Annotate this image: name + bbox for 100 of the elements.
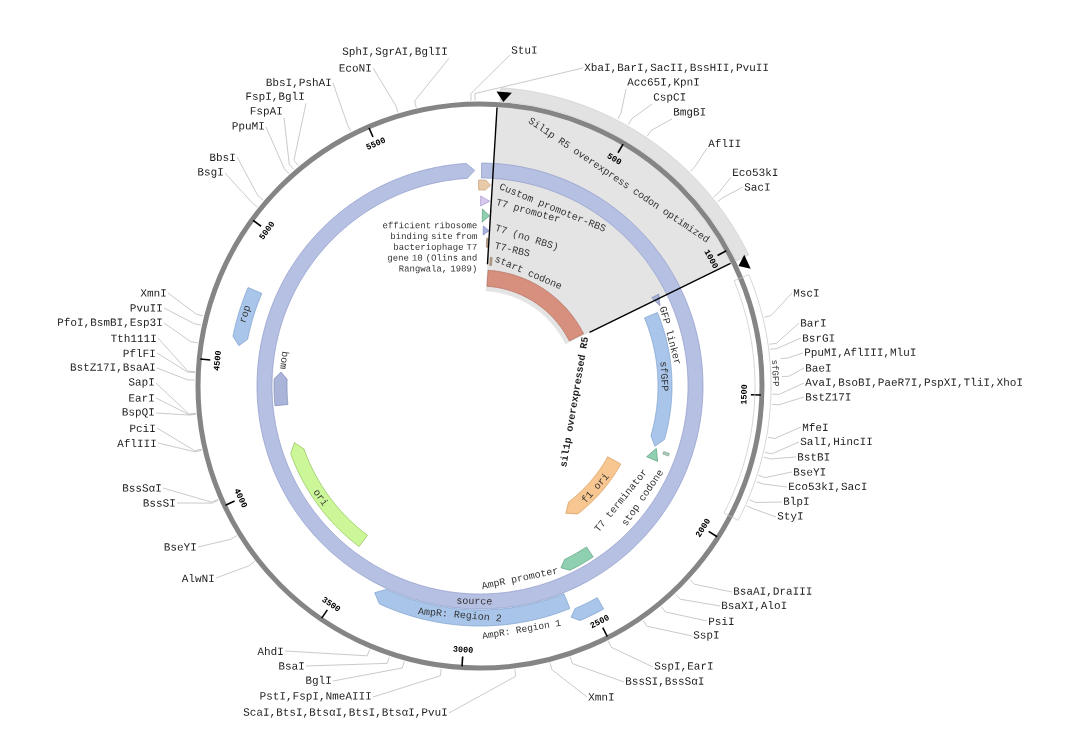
leader-line <box>265 126 290 175</box>
leader-line <box>781 367 805 377</box>
leader-line <box>163 307 202 326</box>
leader-line <box>758 471 793 478</box>
enzyme-site-label: BstBI <box>798 453 830 461</box>
leader-line <box>156 367 195 381</box>
leader-line <box>156 352 196 373</box>
leader-line <box>769 337 802 350</box>
enzyme-site-label: BstZ17I,BsaAI <box>70 363 155 373</box>
tick-label: 4500 <box>213 350 221 371</box>
enzyme-site-label: PfoI,BsmBI,Esp3I <box>58 317 162 329</box>
leader-line <box>763 456 797 460</box>
enzyme-site-label: BsrGI <box>803 334 835 342</box>
enzyme-site-label: BspQI <box>122 408 154 418</box>
enzyme-site-label: XbaI,BarI,SacII,BssHII,PvuII <box>584 63 768 73</box>
enzyme-site-label: BssSαI <box>123 484 161 492</box>
enzyme-site-label: BseYI <box>794 468 826 476</box>
tick-label: 5500 <box>366 137 386 150</box>
leader-line <box>764 441 800 455</box>
enzyme-site-label: BlpI <box>784 496 809 508</box>
leader-line <box>155 397 197 415</box>
leader-line <box>746 505 777 518</box>
enzyme-site-label: XmnI <box>140 289 166 297</box>
enzyme-site-label: StuI <box>511 46 537 54</box>
enzyme-site-label: PpuMI <box>232 122 264 132</box>
enzyme-site-label: Eco53kI,SacI <box>789 482 867 492</box>
enzyme-site-label: EcoNI <box>339 64 371 72</box>
leader-line <box>628 103 653 126</box>
feature-label: bom <box>280 351 290 369</box>
enzyme-site-label: PvuII <box>130 304 162 312</box>
enzyme-site-label: PsiI <box>709 616 734 626</box>
enzyme-site-label: PpuMI,AflIII,MluI <box>805 347 916 359</box>
enzyme-site-label: BssSI,BssSαI <box>626 677 704 687</box>
feature-label: AmpR promoter <box>482 568 557 590</box>
leader-line <box>283 117 295 170</box>
enzyme-site-label: MfeI <box>802 422 828 432</box>
feature-segment <box>478 179 491 191</box>
leader-line <box>162 487 219 503</box>
feature-segment: ori <box>290 442 368 547</box>
enzyme-site-label: BstZ17I <box>806 393 851 401</box>
tick-label: 3500 <box>322 596 341 612</box>
feature-label: efficient ribosome binding site from bacteriophage T7 gene 10 (Olins and Rangwala, 1989) <box>383 221 477 274</box>
enzyme-site-label: StyI <box>777 512 803 522</box>
enzyme-site-label: Acc65I,KpnI <box>627 78 699 88</box>
enzyme-site-label: XmnI <box>588 693 614 701</box>
leader-line <box>642 620 693 637</box>
leader-line <box>689 147 708 172</box>
enzyme-site-label: AlwNI <box>181 574 214 582</box>
leader-line <box>607 640 654 668</box>
enzyme-site-label: PstI,FspI,NmeAIII <box>260 692 371 702</box>
enzyme-site-label: BsaAI,DraIII <box>734 587 812 597</box>
leader-line <box>549 662 588 698</box>
enzyme-site-label: AflII <box>708 139 741 147</box>
leader-line <box>293 102 307 167</box>
feature-mark <box>485 237 489 248</box>
enzyme-site-label: MscI <box>793 289 819 297</box>
leader-line <box>771 382 805 395</box>
enzyme-site-label: BsaI <box>279 662 304 670</box>
leader-line <box>236 156 264 201</box>
leader-line <box>763 292 793 318</box>
leader-line <box>215 560 256 579</box>
enzyme-site-label: SalI,HincII <box>800 437 872 447</box>
enzyme-site-label: BbsI <box>210 152 235 162</box>
enzyme-site-label: ScaI,BtsI,BtsαI,BtsI,BtsαI,PvuI <box>243 708 447 718</box>
enzyme-site-label: FspI,BglI <box>246 91 304 103</box>
leader-line <box>646 118 673 137</box>
enzyme-site-label: SspI,EarI <box>654 662 713 672</box>
leader-line <box>771 396 805 406</box>
leader-line <box>767 426 802 439</box>
enzyme-site-label: BbsI,PshAI <box>266 78 331 88</box>
leader-line <box>372 67 399 113</box>
leader-line <box>414 57 450 109</box>
enzyme-site-label: PciI <box>130 423 155 433</box>
enzyme-site-label: BmgBI <box>674 108 706 118</box>
leader-line <box>717 186 744 203</box>
enzyme-site-label: BsaXI,AloI <box>722 601 787 611</box>
leader-line <box>780 352 804 360</box>
leader-line <box>224 172 258 208</box>
leader-line <box>689 579 733 593</box>
leader-line <box>372 668 442 698</box>
enzyme-site-label: FspAI <box>250 107 282 117</box>
leader-line <box>675 593 721 607</box>
leader-line <box>157 442 203 453</box>
leader-line <box>749 499 783 503</box>
leader-line <box>755 481 788 488</box>
enzyme-site-label: SphI,SgrAI,BglII <box>342 46 447 58</box>
enzyme-site-label: SspI <box>693 631 719 641</box>
leader-line <box>155 382 197 415</box>
node-label: sfGFP <box>771 360 779 387</box>
enzyme-site-label: BarI <box>801 319 826 327</box>
enzyme-site-label: BseYI <box>164 543 196 551</box>
tick-label: 1500 <box>740 384 747 405</box>
leader-line <box>569 656 625 683</box>
enzyme-site-label: BsgI <box>198 168 223 178</box>
leader-line <box>284 648 371 657</box>
enzyme-site-label: SapI <box>128 378 154 388</box>
enzyme-site-label: EarI <box>129 394 154 402</box>
enzyme-site-label: PflFI <box>123 349 155 357</box>
feature-triangle <box>482 225 490 236</box>
tick-label: 4000 <box>235 489 248 508</box>
